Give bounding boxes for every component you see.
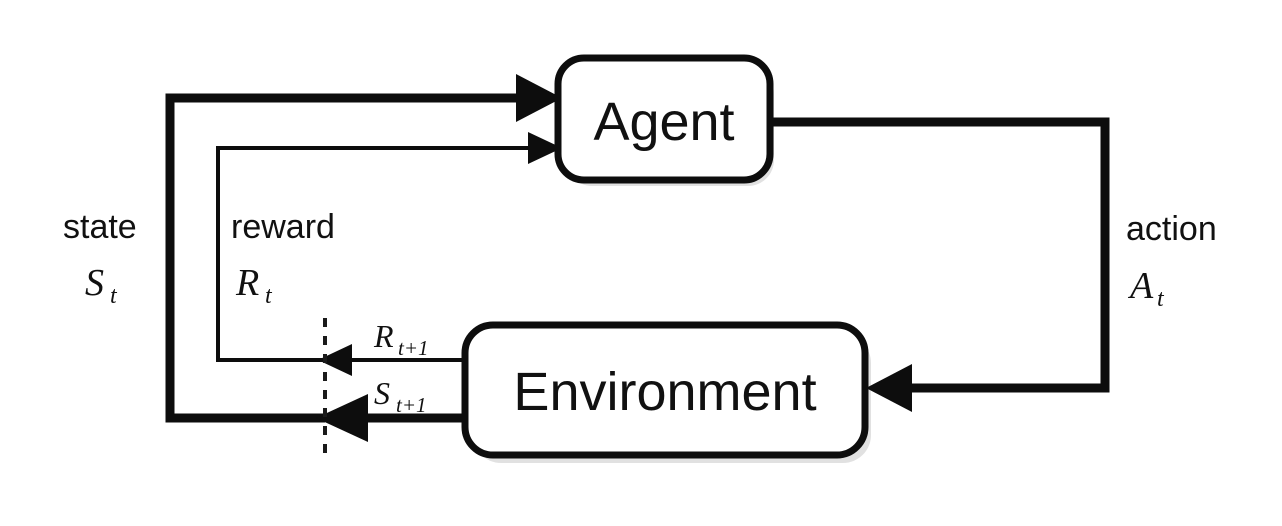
state-symbol: S bbox=[85, 262, 104, 304]
reward-feedback-arrowhead bbox=[528, 132, 562, 164]
state-feedback-line bbox=[165, 93, 516, 423]
agent-box[interactable] bbox=[554, 54, 774, 184]
state-feedback-arrowhead bbox=[516, 74, 562, 122]
next-reward-arrowhead bbox=[318, 344, 352, 376]
agent-label: Agent bbox=[593, 92, 734, 152]
edge-reward-feedback bbox=[216, 132, 562, 362]
edge-action bbox=[770, 117, 1110, 412]
node-environment[interactable]: Environment bbox=[461, 321, 869, 459]
reward-feedback-line bbox=[216, 146, 528, 362]
reward-symbol-subscript: t bbox=[265, 283, 273, 309]
node-agent[interactable]: Agent bbox=[554, 54, 774, 184]
state-symbol-subscript: t bbox=[110, 283, 118, 309]
label-reward: reward R t bbox=[231, 208, 335, 309]
next-state-symbol: S bbox=[374, 375, 390, 411]
action-arrowhead bbox=[866, 364, 912, 412]
label-next-state: S t+1 bbox=[374, 375, 427, 417]
action-word: action bbox=[1126, 210, 1217, 248]
label-action: action A t bbox=[1126, 210, 1217, 312]
reward-word: reward bbox=[231, 208, 335, 246]
next-state-symbol-subscript: t+1 bbox=[396, 393, 427, 417]
environment-label: Environment bbox=[513, 362, 816, 422]
state-word: state bbox=[63, 208, 137, 246]
next-reward-symbol-subscript: t+1 bbox=[398, 336, 429, 360]
edge-next-reward bbox=[318, 344, 465, 376]
next-reward-symbol: R bbox=[373, 318, 394, 354]
action-symbol: A bbox=[1127, 265, 1154, 307]
next-state-arrowhead bbox=[316, 394, 368, 442]
label-state: state S t bbox=[63, 208, 137, 309]
edge-next-state bbox=[316, 394, 465, 442]
action-symbol-subscript: t bbox=[1157, 286, 1165, 312]
label-next-reward: R t+1 bbox=[373, 318, 429, 360]
action-line bbox=[770, 117, 1110, 393]
environment-box[interactable] bbox=[461, 321, 869, 459]
edge-state-feedback bbox=[165, 74, 562, 423]
reward-symbol: R bbox=[235, 262, 259, 304]
